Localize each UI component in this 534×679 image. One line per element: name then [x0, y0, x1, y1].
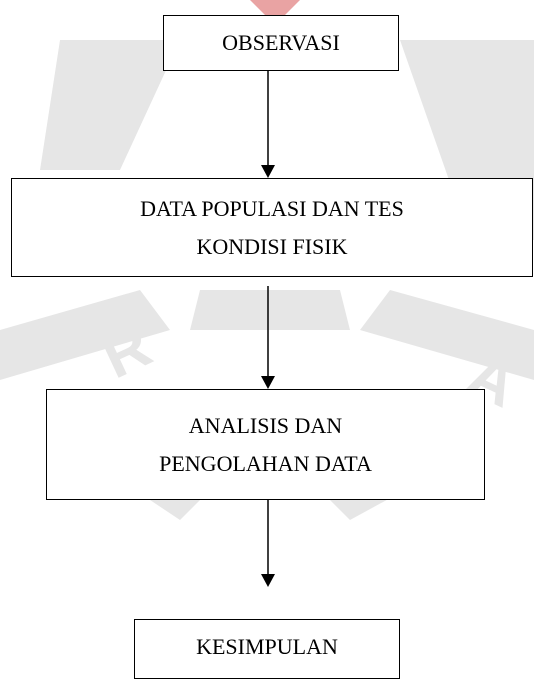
step-observasi-label: OBSERVASI — [222, 30, 340, 55]
arrow-3 — [261, 500, 275, 587]
step-analisis-label-line-2: PENGOLAHAN DATA — [159, 450, 372, 476]
flow-arrows — [261, 71, 275, 587]
step-observasi-box: OBSERVASI — [163, 15, 399, 71]
arrow-2 — [261, 286, 275, 389]
step-data-populasi-box: DATA POPULASI DAN TES KONDISI FISIK — [11, 178, 533, 277]
step-data-populasi-label-line-2: KONDISI FISIK — [196, 233, 348, 259]
step-kesimpulan-label: KESIMPULAN — [196, 634, 338, 659]
step-analisis-box: ANALISIS DAN PENGOLAHAN DATA — [46, 389, 485, 500]
arrow-1 — [261, 71, 275, 178]
step-analisis-label-line-1: ANALISIS DAN — [188, 412, 343, 438]
watermark-red-accent — [250, 0, 300, 20]
step-data-populasi-label-line-1: DATA POPULASI DAN TES — [140, 195, 404, 221]
step-kesimpulan-box: KESIMPULAN — [134, 619, 400, 679]
